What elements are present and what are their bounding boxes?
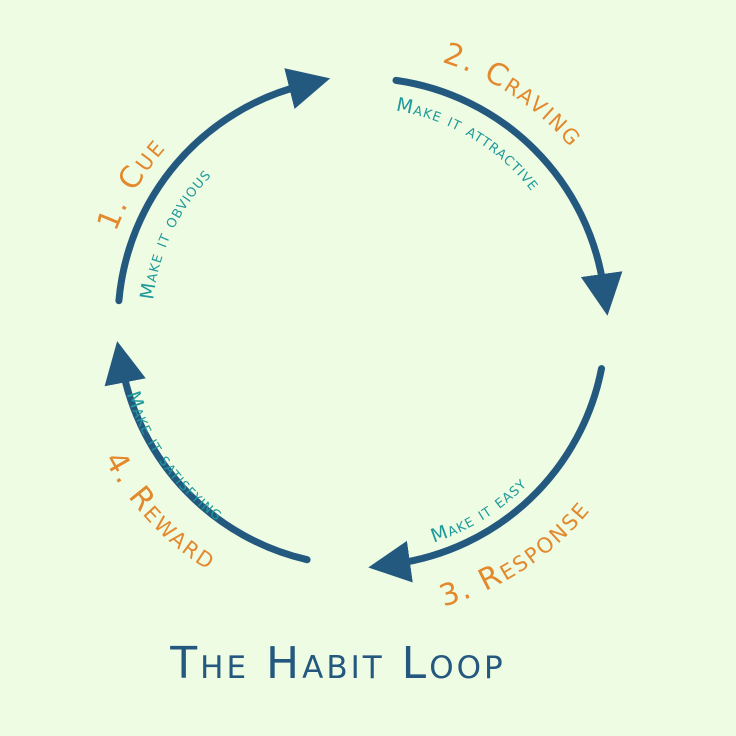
diagram-title: The Habit Loop — [169, 638, 505, 689]
